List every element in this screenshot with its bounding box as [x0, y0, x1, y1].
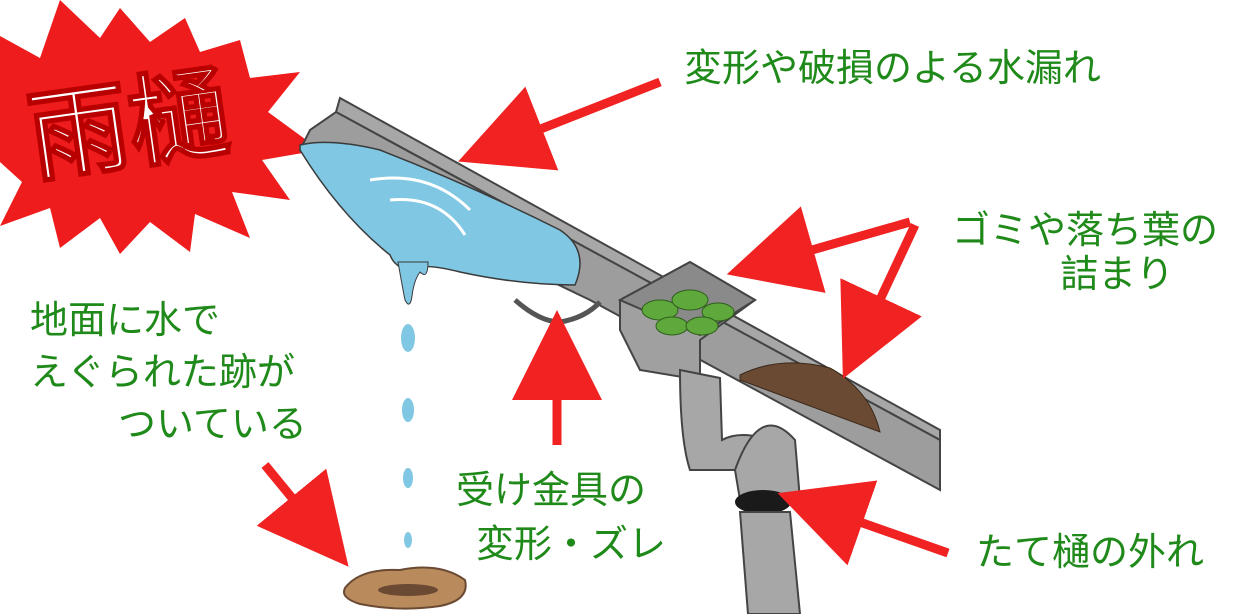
water-drop	[404, 532, 412, 548]
label-downpipe: たて樋の外れ	[976, 530, 1205, 574]
gutter-water	[299, 141, 581, 286]
gutter-debris	[739, 362, 881, 433]
label-ground-line3: ついている	[118, 402, 307, 446]
ground-mud-hole	[378, 584, 438, 596]
gutter-bracket	[513, 298, 602, 325]
burst-shape	[0, 0, 320, 254]
water-drop	[403, 468, 413, 488]
label-clog-line1: ゴミや落ち葉の	[952, 208, 1219, 252]
leaf	[701, 302, 735, 322]
water-highlight-2	[389, 197, 467, 236]
gutter	[298, 96, 941, 614]
leaf	[655, 316, 689, 336]
leaf	[685, 316, 719, 336]
title-burst: 雨樋	[0, 0, 320, 254]
water-drop	[402, 398, 414, 422]
downpipe-gap	[735, 490, 791, 514]
arrow-ground	[256, 462, 349, 567]
label-bracket-line1: 受け金具の	[456, 468, 647, 512]
label-leak: 変形や破損のよる水漏れ	[684, 46, 1101, 90]
water-highlight	[369, 176, 472, 212]
arrow-clog-box	[726, 206, 912, 293]
arrow-clog-trough	[840, 223, 922, 379]
arrows	[256, 77, 950, 567]
label-bracket-line2: 変形・ズレ	[476, 522, 667, 566]
label-ground-line1: 地面に水で	[30, 298, 221, 342]
water-drop	[401, 324, 415, 352]
leaf	[671, 289, 709, 311]
label-ground-line2: えぐられた跡が	[30, 350, 295, 394]
arrow-downpipe	[777, 480, 950, 566]
label-clog-line2: 詰まり	[1060, 252, 1175, 296]
downpipe-lower	[738, 511, 802, 614]
title-text: 雨樋	[22, 54, 236, 198]
arrow-leak	[458, 77, 662, 171]
water-stream	[397, 261, 429, 305]
